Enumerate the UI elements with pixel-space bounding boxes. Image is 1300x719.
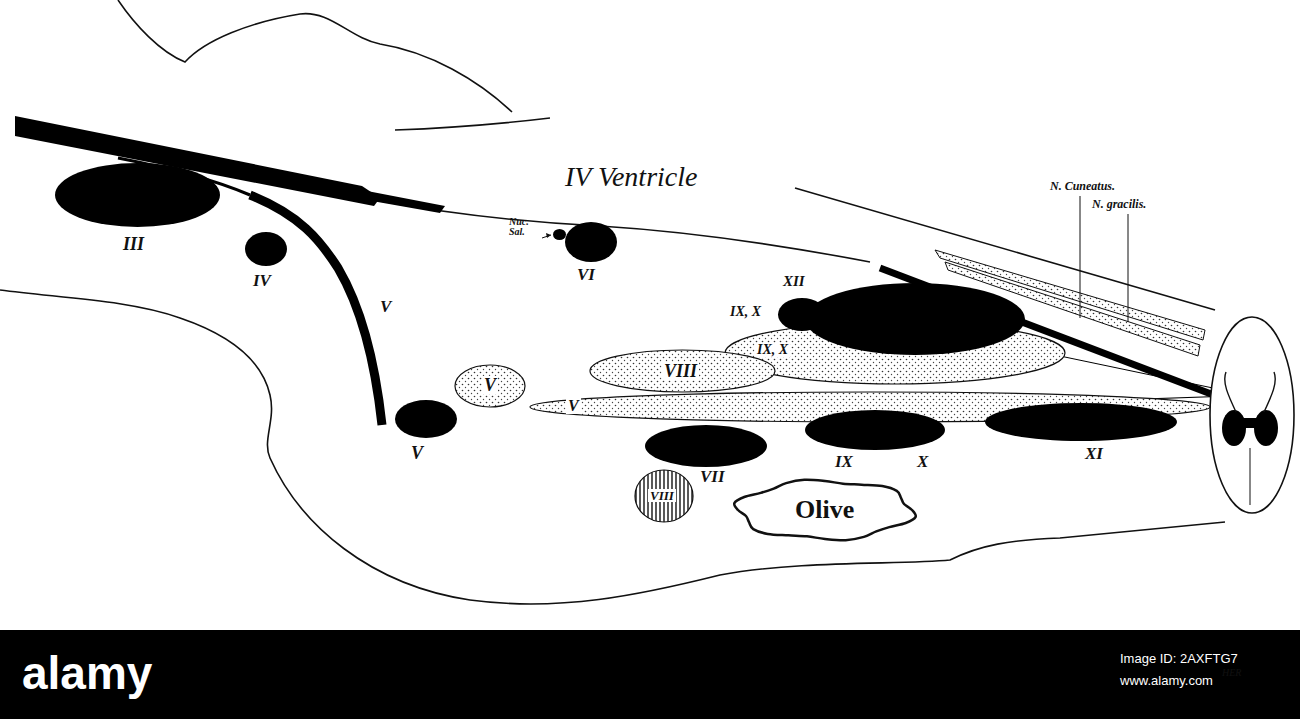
annotation: N. Cuneatus.: [1050, 180, 1115, 192]
nucleus-black: VI: [565, 222, 617, 262]
nucleus-label: V: [566, 398, 581, 414]
nucleus-shape: [778, 298, 826, 331]
nucleus-label: XI: [1085, 445, 1103, 462]
nucleus-shape: [395, 400, 457, 438]
nucleus-label: V: [482, 376, 498, 394]
nucleus-shape: [565, 222, 617, 262]
nucleus-shape: [805, 410, 945, 450]
watermark: www.alamy.com: [1120, 674, 1213, 687]
nucleus-label: IX: [835, 453, 853, 470]
nucleus-black: VII: [645, 425, 767, 467]
annotation: V: [380, 298, 391, 315]
nucleus-shape: [985, 403, 1177, 441]
watermark: alamy: [22, 650, 152, 696]
nucleus-label: VII: [700, 468, 725, 485]
nucleus-dotted: VIII: [635, 470, 693, 522]
spinal-cord-section: [1210, 317, 1294, 513]
nucleus-label: VIII: [662, 362, 699, 380]
nucleus-label: III: [123, 235, 144, 253]
nucleus-label: Nuc. Sal.: [509, 217, 539, 237]
nuc-sal-pointer: [542, 233, 551, 238]
nucleus-label: IX, X: [730, 305, 761, 319]
nucleus-label: Olive: [793, 497, 856, 523]
nucleus-black: XII: [805, 283, 1025, 355]
nucleus-black: III: [55, 163, 220, 227]
watermark: Image ID: 2AXFTG7: [1120, 652, 1238, 665]
nucleus-dotted: VIII: [590, 350, 775, 392]
nucleus-shape: [245, 232, 287, 266]
nucleus-shape: [553, 229, 566, 240]
nucleus-label: X: [917, 453, 928, 470]
annotation: N. gracilis.: [1092, 198, 1146, 210]
annotation: IV Ventricle: [565, 163, 697, 191]
nucleus-dotted: V: [455, 365, 525, 407]
nucleus-label: V: [411, 444, 423, 462]
nucleus-black: IX, X: [778, 298, 826, 331]
olive-outline: Olive: [735, 478, 915, 542]
nucleus-shape: [55, 163, 220, 227]
nucleus-black: XI: [985, 403, 1177, 441]
watermark-bar: [0, 630, 1300, 719]
nucleus-black: V: [395, 400, 457, 438]
nucleus-label: VIII: [648, 489, 676, 502]
brainstem-outline: [0, 0, 1225, 604]
nucleus-black: IXX: [805, 410, 945, 450]
nucleus-label: XII: [783, 274, 805, 289]
nucleus-shape: [645, 425, 767, 467]
nucleus-shape: [805, 283, 1025, 355]
nucleus-black: IV: [245, 232, 287, 266]
nucleus-label: IV: [253, 272, 271, 289]
nerve-tracts: [15, 116, 1240, 425]
nucleus-label: VI: [577, 266, 595, 283]
annotation: HER: [1222, 668, 1241, 678]
nucleus-black: Nuc. Sal.: [553, 229, 566, 240]
nucleus-label: IX, X: [755, 343, 790, 357]
